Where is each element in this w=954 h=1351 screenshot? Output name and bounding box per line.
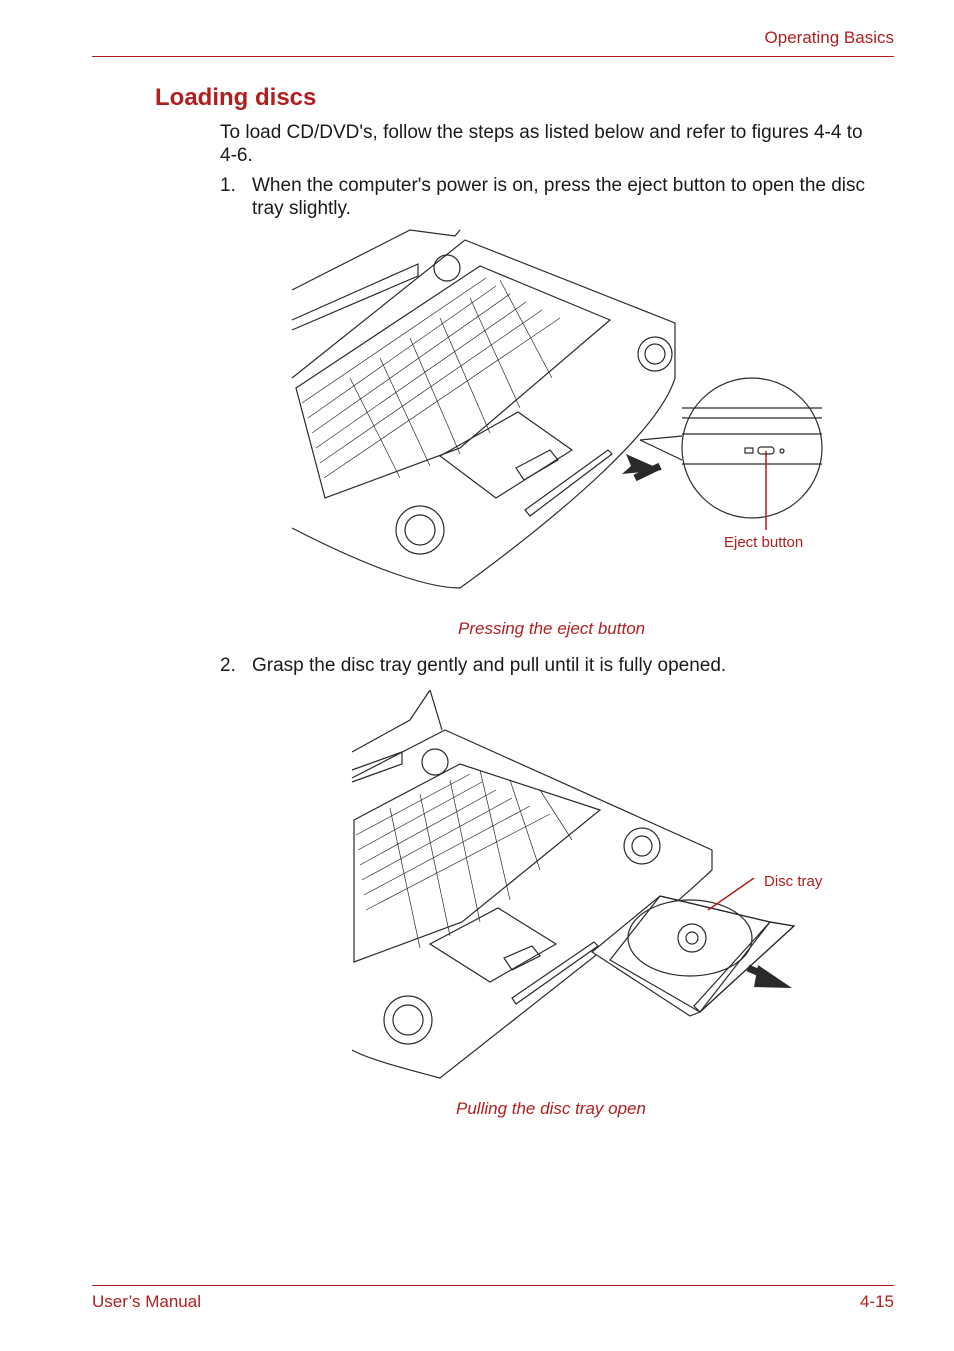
step-1: 1. When the computer's power is on, pres…: [220, 174, 880, 220]
eject-button-illustration: [291, 229, 823, 589]
footer-rule: [92, 1285, 894, 1286]
step-number: 2.: [220, 655, 236, 676]
disc-tray-label: Disc tray: [764, 873, 823, 890]
eject-button-label: Eject button: [724, 534, 804, 551]
step-text: Grasp the disc tray gently and pull unti…: [252, 655, 727, 676]
step-text: When the computer's power is on, press t…: [252, 175, 866, 219]
header-rule: [92, 56, 894, 57]
section-title: Loading discs: [155, 84, 317, 111]
intro-paragraph: To load CD/DVD's, follow the steps as li…: [220, 122, 863, 166]
step-number: 1.: [220, 175, 236, 196]
disc-tray-illustration: [351, 690, 796, 1079]
footer-manual-title: User’s Manual: [92, 1292, 201, 1311]
running-header: Operating Basics: [764, 28, 894, 47]
figure-caption: Pressing the eject button: [458, 619, 646, 638]
figure-caption: Pulling the disc tray open: [456, 1099, 646, 1118]
page-number: 4-15: [859, 1292, 894, 1311]
step-2: 2. Grasp the disc tray gently and pull u…: [220, 654, 880, 677]
